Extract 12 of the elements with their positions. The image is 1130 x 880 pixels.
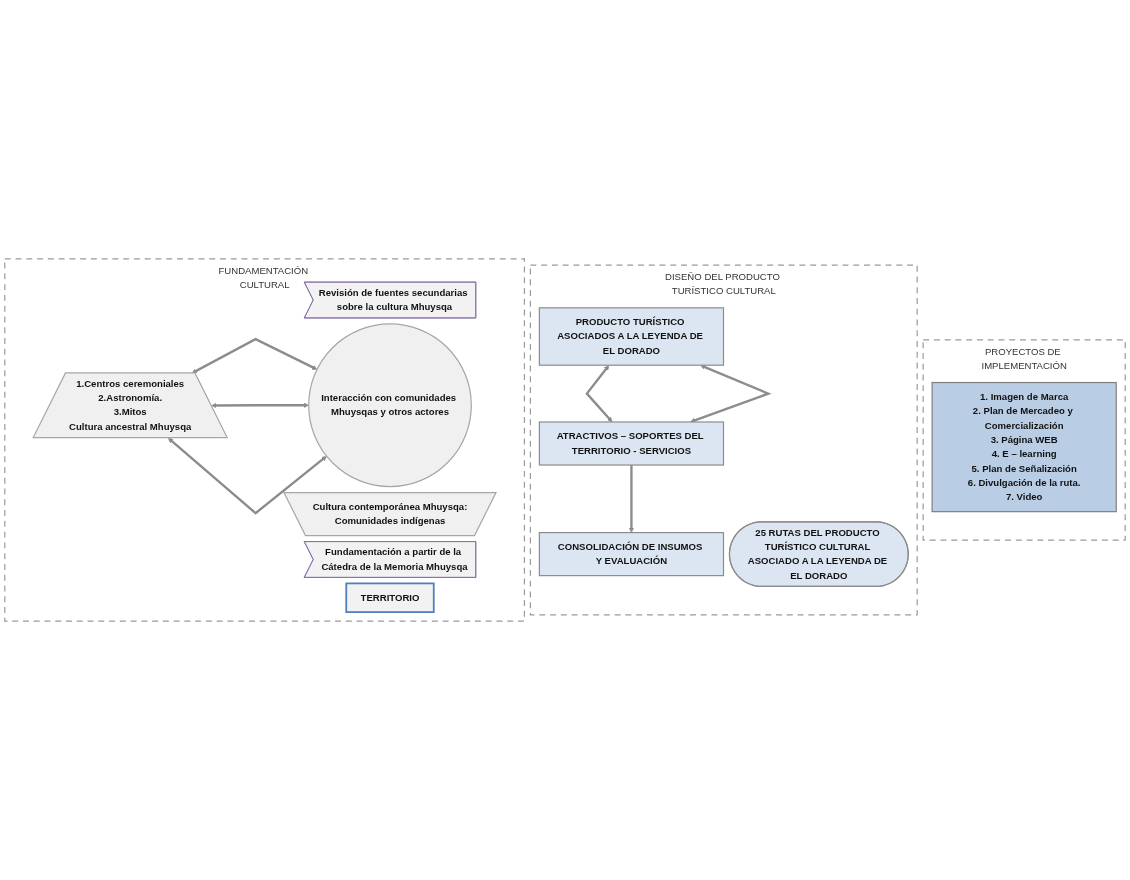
arrow xyxy=(690,364,772,423)
node-box: ATRACTIVOS – SOPORTES DEL TERRITORIO - SERVICIOS xyxy=(538,421,725,466)
node-box: TERRITORIO xyxy=(345,582,435,614)
arrow xyxy=(628,465,635,533)
node-box: CONSOLIDACIÓN DE INSUMOS Y EVALUACIÓN xyxy=(538,532,725,577)
arrow xyxy=(585,365,613,423)
arrow xyxy=(167,437,327,515)
node-box: PRODUCTO TURÍSTICO ASOCIADOS A LA LEYENDA DE EL DORADO xyxy=(538,307,725,366)
arrow xyxy=(211,402,309,409)
node-circle: Interacción con comunidades Mhuysqas y otros actores xyxy=(308,323,472,488)
node-box: 1. Imagen de Marca 2. Plan de Mercadeo y Comercialización 3. Página WEB 4. E – learning 5. Plan de Señalización 6. Divulgación de la ruta. 7. Video xyxy=(931,382,1117,513)
arrow xyxy=(191,337,318,374)
